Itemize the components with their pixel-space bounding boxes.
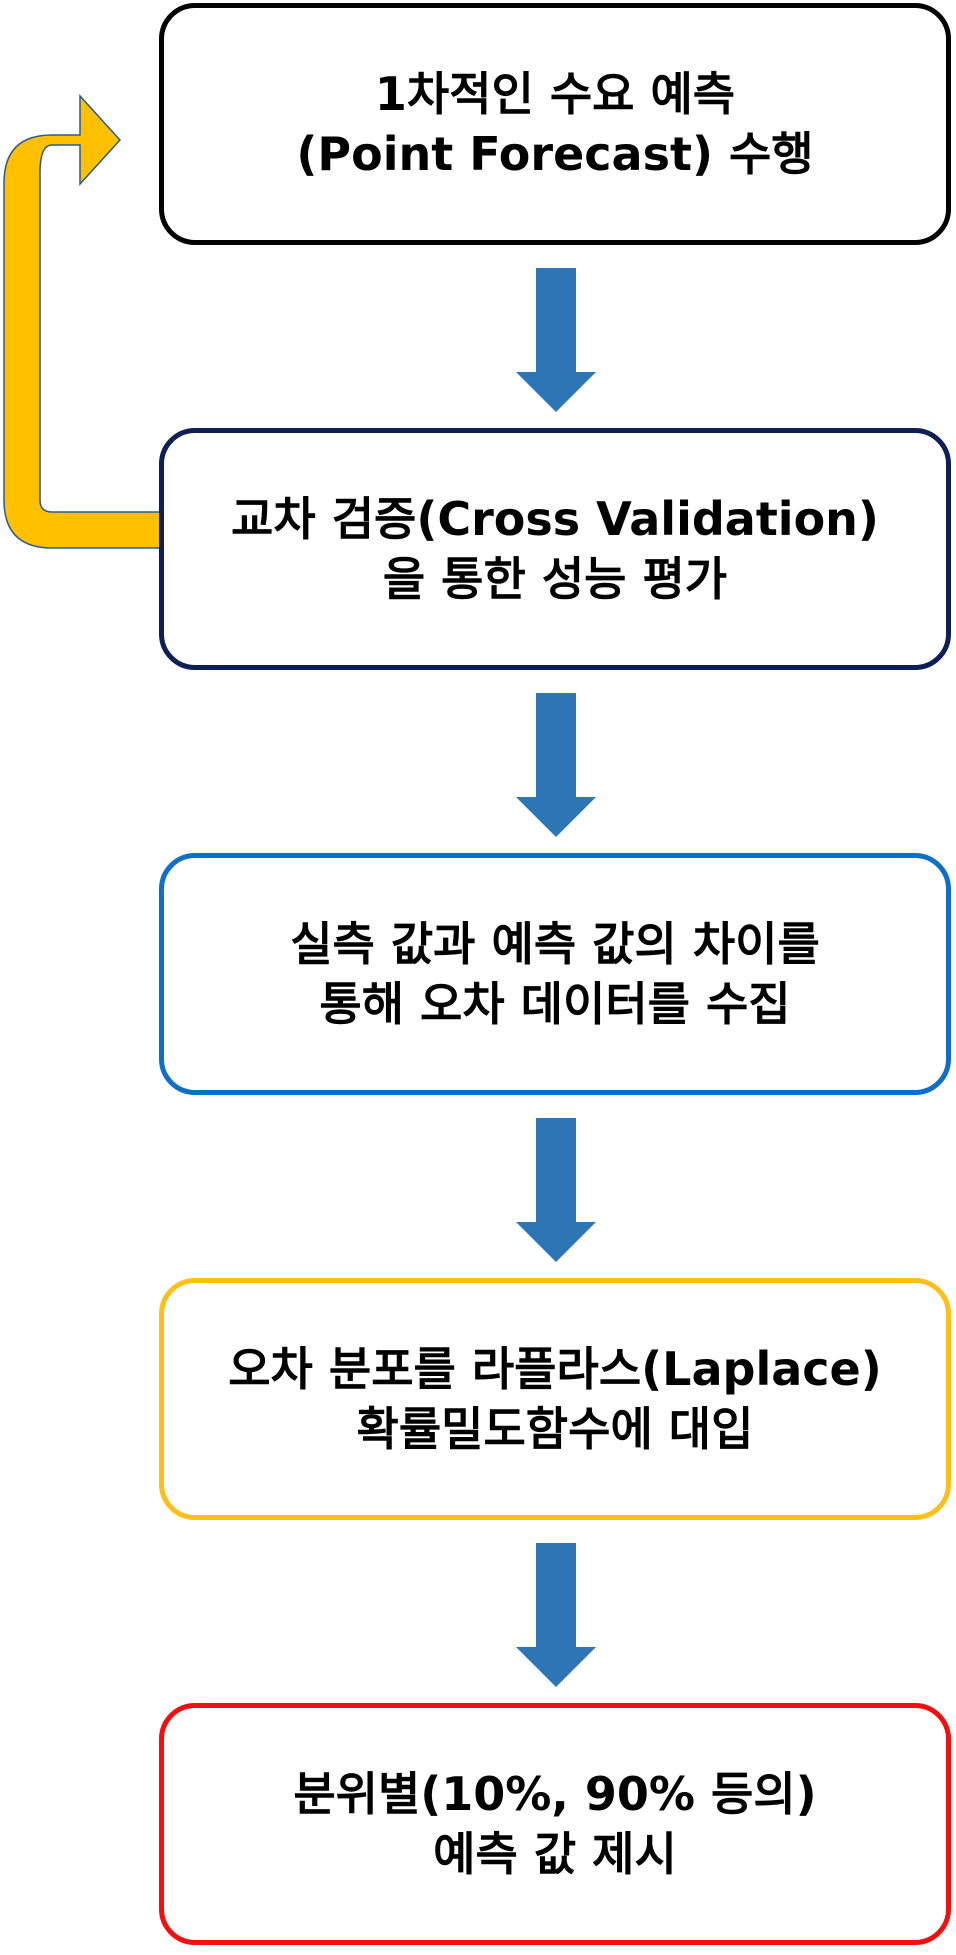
feedback-loop-arrow — [3, 94, 161, 549]
down-arrow-2 — [516, 693, 596, 837]
step-4-label: 오차 분포를 라플라스(Laplace) 확률밀도함수에 대입 — [228, 1342, 882, 1456]
down-arrow-4 — [516, 1543, 596, 1687]
step-4-laplace-fit: 오차 분포를 라플라스(Laplace) 확률밀도함수에 대입 — [159, 1278, 951, 1520]
step-1-point-forecast: 1차적인 수요 예측 (Point Forecast) 수행 — [159, 3, 951, 245]
step-1-label: 1차적인 수요 예측 (Point Forecast) 수행 — [296, 67, 814, 181]
step-3-collect-error-data: 실측 값과 예측 값의 차이를 통해 오차 데이터를 수집 — [159, 853, 951, 1095]
down-arrow-3 — [516, 1118, 596, 1262]
step-5-quantile-forecast: 분위별(10%, 90% 등의) 예측 값 제시 — [159, 1703, 951, 1945]
step-5-label: 분위별(10%, 90% 등의) 예측 값 제시 — [293, 1767, 817, 1881]
down-arrow-1 — [516, 268, 596, 412]
step-2-cross-validation: 교차 검증(Cross Validation) 을 통한 성능 평가 — [159, 428, 951, 670]
step-3-label: 실측 값과 예측 값의 차이를 통해 오차 데이터를 수집 — [290, 917, 820, 1031]
step-2-label: 교차 검증(Cross Validation) 을 통한 성능 평가 — [231, 492, 879, 606]
